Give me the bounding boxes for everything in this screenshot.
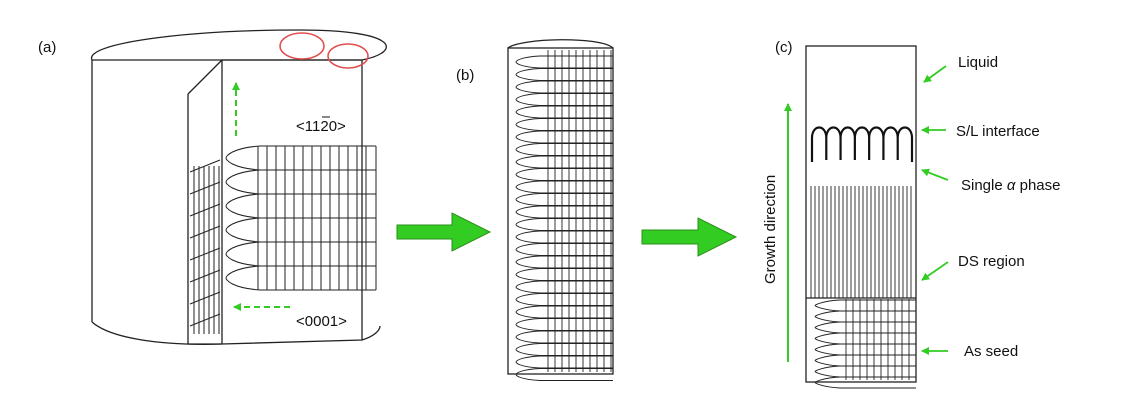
- seed-lens: [814, 354, 916, 367]
- rod-b-lens: [515, 55, 613, 69]
- rod-b-lens: [515, 355, 613, 369]
- lamella-lens: [225, 265, 376, 291]
- growth-direction-label: Growth direction: [762, 175, 779, 284]
- cut-face: [187, 59, 223, 345]
- front-slant-line: [189, 247, 221, 261]
- as-seed-label: As seed: [964, 343, 1018, 360]
- seed-lens: [814, 321, 916, 334]
- seed-lens: [814, 310, 916, 323]
- seed-lens: [814, 299, 916, 312]
- seed-lens: [814, 376, 916, 389]
- highlight-circle-2: [327, 43, 369, 69]
- rod-b-lens: [515, 143, 613, 156]
- rod-b-top: [507, 39, 614, 49]
- cylinder-bottom-right: [361, 325, 381, 341]
- sl-interface-curve: [810, 126, 914, 162]
- lamella-lens: [225, 241, 376, 267]
- front-slant-line: [189, 313, 221, 327]
- rod-b-lens: [515, 105, 613, 119]
- rod-b-lens: [515, 205, 613, 219]
- seed-lens: [814, 343, 916, 356]
- rod-b-lens: [515, 180, 613, 194]
- liquid-label: Liquid: [958, 54, 998, 71]
- front-slant-line: [189, 269, 221, 283]
- ds-region-lines: [810, 186, 912, 298]
- rod-b-lens: [515, 318, 613, 331]
- front-slant-line: [189, 181, 221, 195]
- seed-lamellae: [814, 299, 916, 389]
- lamella-lens: [225, 169, 376, 195]
- right-face-lamellae: [225, 145, 377, 291]
- seed-lens: [814, 365, 916, 378]
- rod-b-lens: [515, 130, 613, 144]
- ds-region-arrow: [921, 261, 949, 281]
- rod-b-lens: [515, 293, 613, 306]
- cylinder-bottom-left: [91, 321, 223, 345]
- highlight-circles: [279, 32, 369, 69]
- rod-b-lens: [515, 193, 613, 206]
- annotation-arrows: [921, 65, 949, 355]
- rod-b-lens: [515, 368, 613, 381]
- rod-b-lamellae: [515, 50, 613, 381]
- front-slant-line: [189, 203, 221, 217]
- rod-b: [507, 39, 614, 375]
- panel-c-label: (c): [775, 39, 793, 56]
- front-face-lamellae: [189, 159, 221, 334]
- ds-region-label: DS region: [958, 253, 1025, 270]
- rod-b-lens: [515, 155, 613, 169]
- rod-b-lens: [515, 343, 613, 356]
- front-slant-line: [189, 225, 221, 239]
- single-phase-arrow: [921, 168, 949, 181]
- lamella-lens: [225, 217, 376, 243]
- rod-b-lens: [515, 68, 613, 81]
- rod-b-lens: [515, 280, 613, 294]
- cylinder-cutaway: [91, 29, 387, 345]
- direction-label-upper: <1120>: [296, 118, 346, 135]
- cut-face-right: [221, 59, 363, 345]
- panel-b-label: (b): [456, 67, 474, 84]
- rod-b-lens: [515, 305, 613, 319]
- rod-b-lens: [515, 330, 613, 344]
- rod-b-lens: [515, 118, 613, 131]
- rod-b-lens: [515, 268, 613, 281]
- lamella-lens: [225, 193, 376, 219]
- transition-arrow-b-to-c: [641, 217, 738, 257]
- rod-b-body: [507, 47, 614, 375]
- front-slant-line: [189, 159, 221, 173]
- rod-b-lens: [515, 168, 613, 181]
- front-slant-line: [189, 291, 221, 305]
- interface-label: S/L interface: [956, 123, 1040, 140]
- lamella-lens: [225, 145, 376, 171]
- panel-a-label: (a): [38, 39, 56, 56]
- rod-b-lens: [515, 218, 613, 231]
- rod-b-lens: [515, 93, 613, 106]
- seed-lens: [814, 332, 916, 345]
- rod-b-lens: [515, 243, 613, 256]
- transition-arrow-a-to-b: [396, 212, 492, 252]
- cylinder-top: [91, 29, 387, 61]
- rod-c-body: [805, 45, 917, 383]
- rod-b-lens: [515, 255, 613, 269]
- rod-b-lens: [515, 80, 613, 94]
- direction-label-lower: <0001>: [296, 313, 347, 330]
- highlight-circle-1: [279, 32, 325, 60]
- single-phase-label: Single α phase: [961, 177, 1060, 194]
- rod-b-lens: [515, 230, 613, 244]
- liquid-arrow: [923, 65, 947, 83]
